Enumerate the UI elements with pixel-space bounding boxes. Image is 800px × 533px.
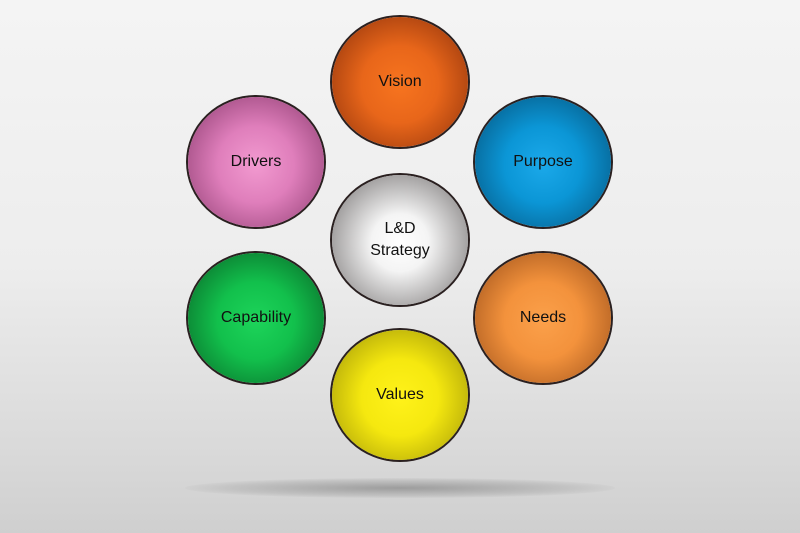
node-values: Values [332,330,468,460]
center-label-line: Strategy [370,242,430,259]
node-label: Values [376,386,424,403]
node-label: Drivers [230,153,282,170]
ground-shadow [185,478,615,498]
node-label: Capability [220,309,292,326]
node-capability: Capability [188,253,324,383]
node-label: Vision [378,73,422,90]
center-label-line: L&D [384,220,416,237]
center-label: L&D Strategy [370,218,430,262]
node-label: Needs [519,309,567,326]
node-vision: Vision [332,17,468,147]
node-needs: Needs [475,253,611,383]
center-node-ld-strategy: L&D Strategy [332,175,468,305]
node-purpose: Purpose [475,97,611,227]
node-label: Purpose [513,153,573,170]
node-drivers: Drivers [188,97,324,227]
